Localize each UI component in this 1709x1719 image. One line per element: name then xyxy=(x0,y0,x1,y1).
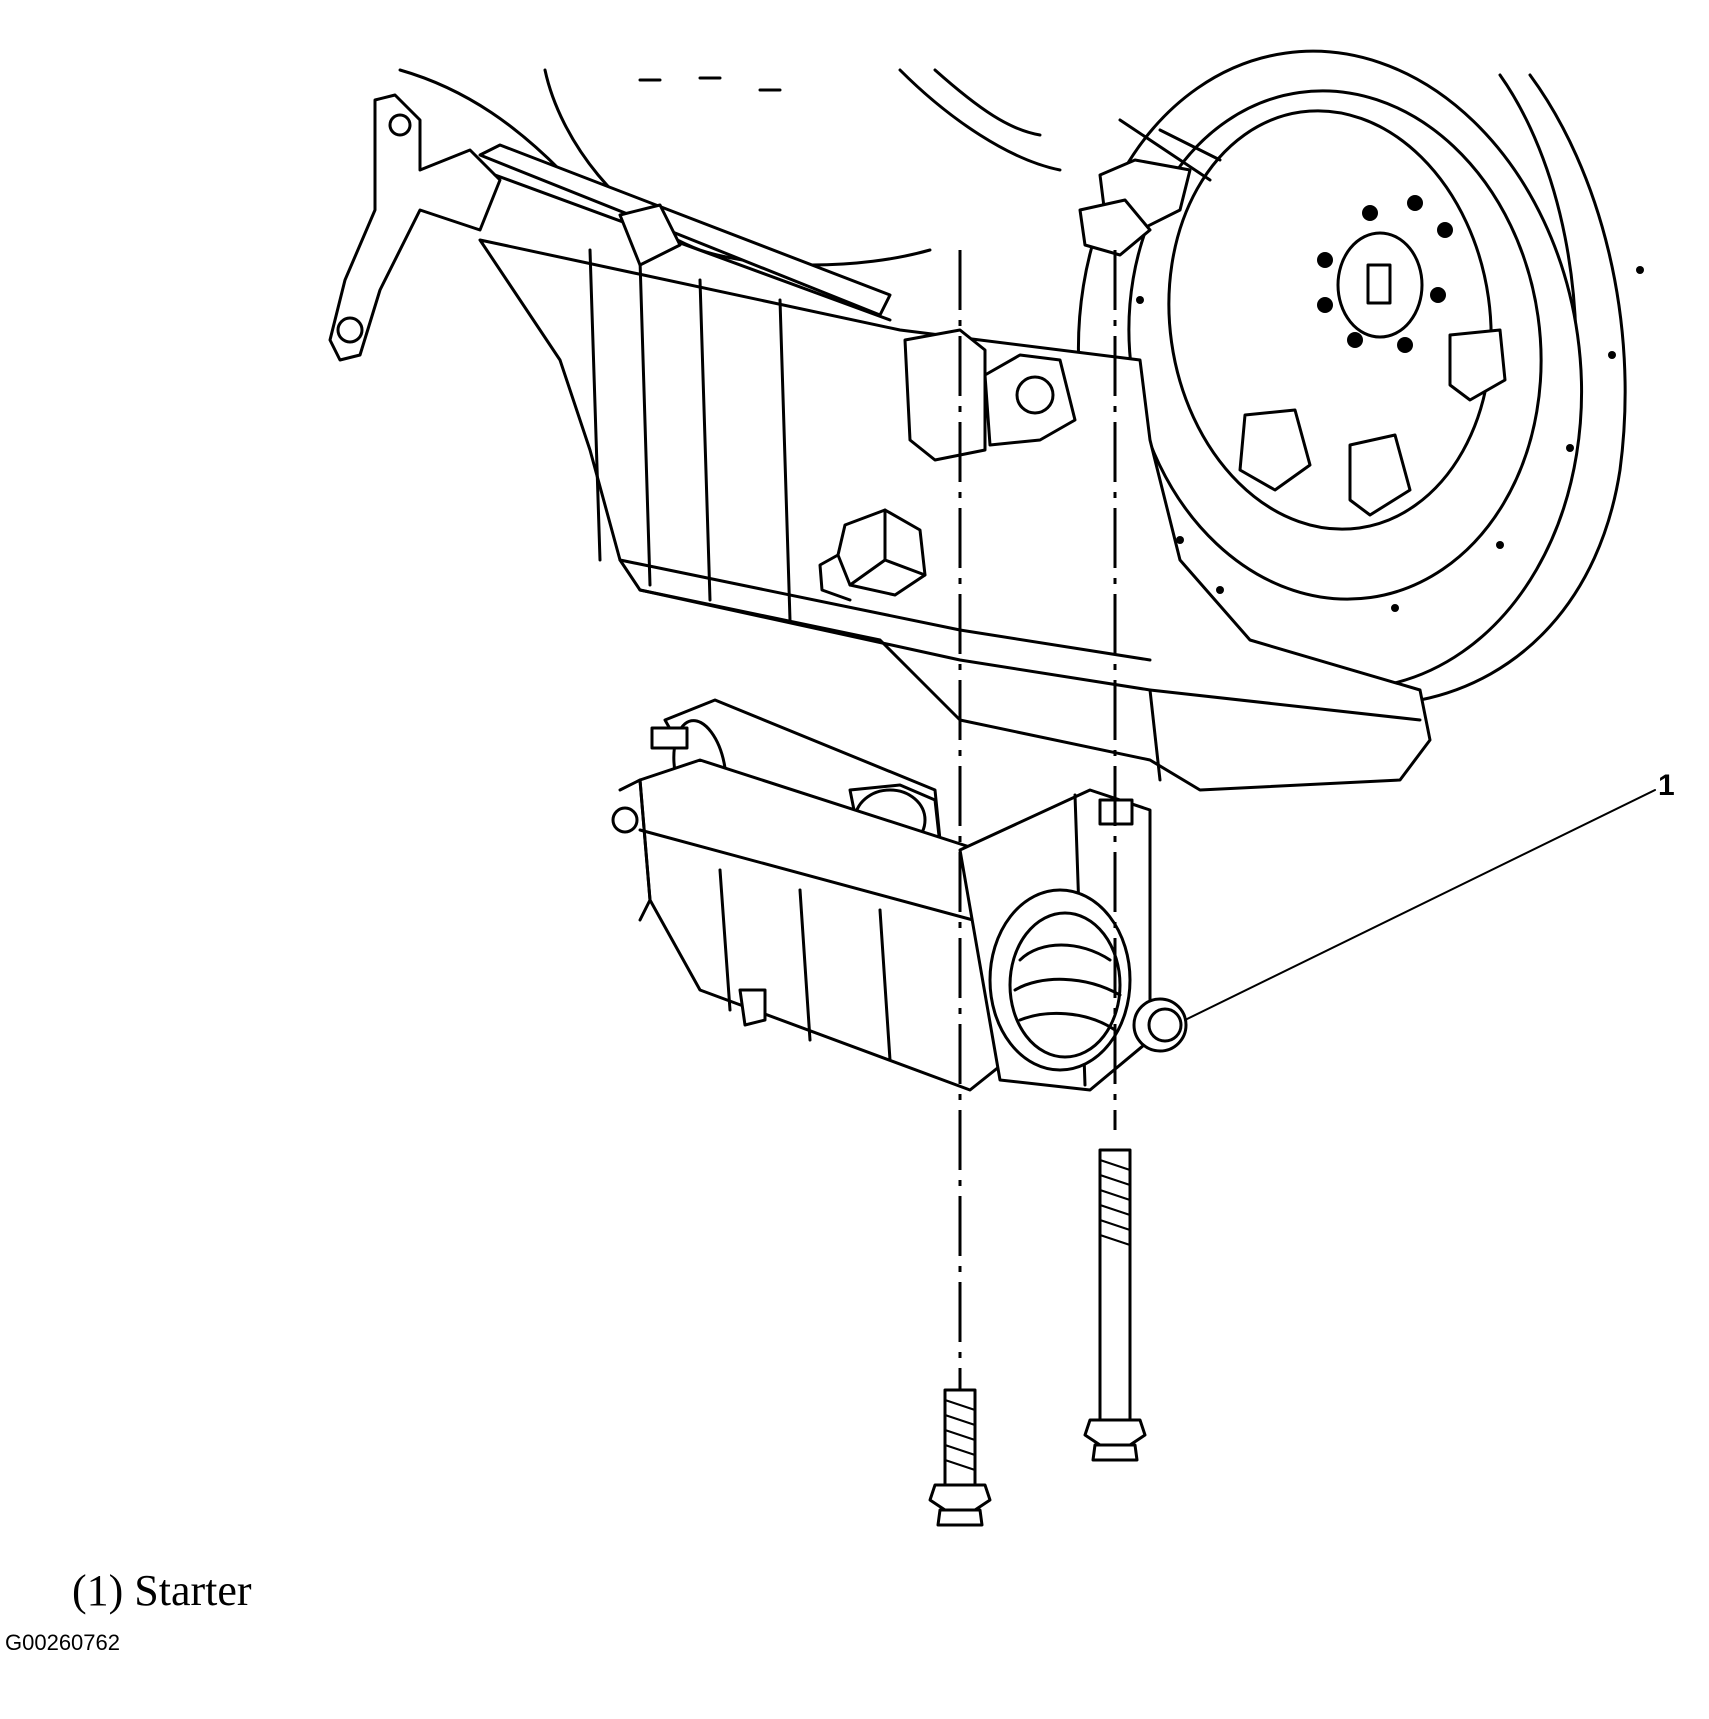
drain-plug xyxy=(818,508,927,602)
alignment-centerlines xyxy=(958,250,1117,1390)
figure-id: G00260762 xyxy=(5,1630,120,1655)
callout-number-1: 1 xyxy=(1658,769,1675,802)
flywheel-bolt-holes xyxy=(1317,195,1453,353)
mounting-bolt-short xyxy=(928,1388,992,1527)
mounting-bolt-long xyxy=(1083,1148,1147,1462)
legend-starter: (1) Starter xyxy=(72,1566,252,1615)
starter-motor xyxy=(611,698,1188,1092)
callout-1: 1 xyxy=(1184,769,1675,1021)
engine-oil-pan xyxy=(328,68,1432,792)
